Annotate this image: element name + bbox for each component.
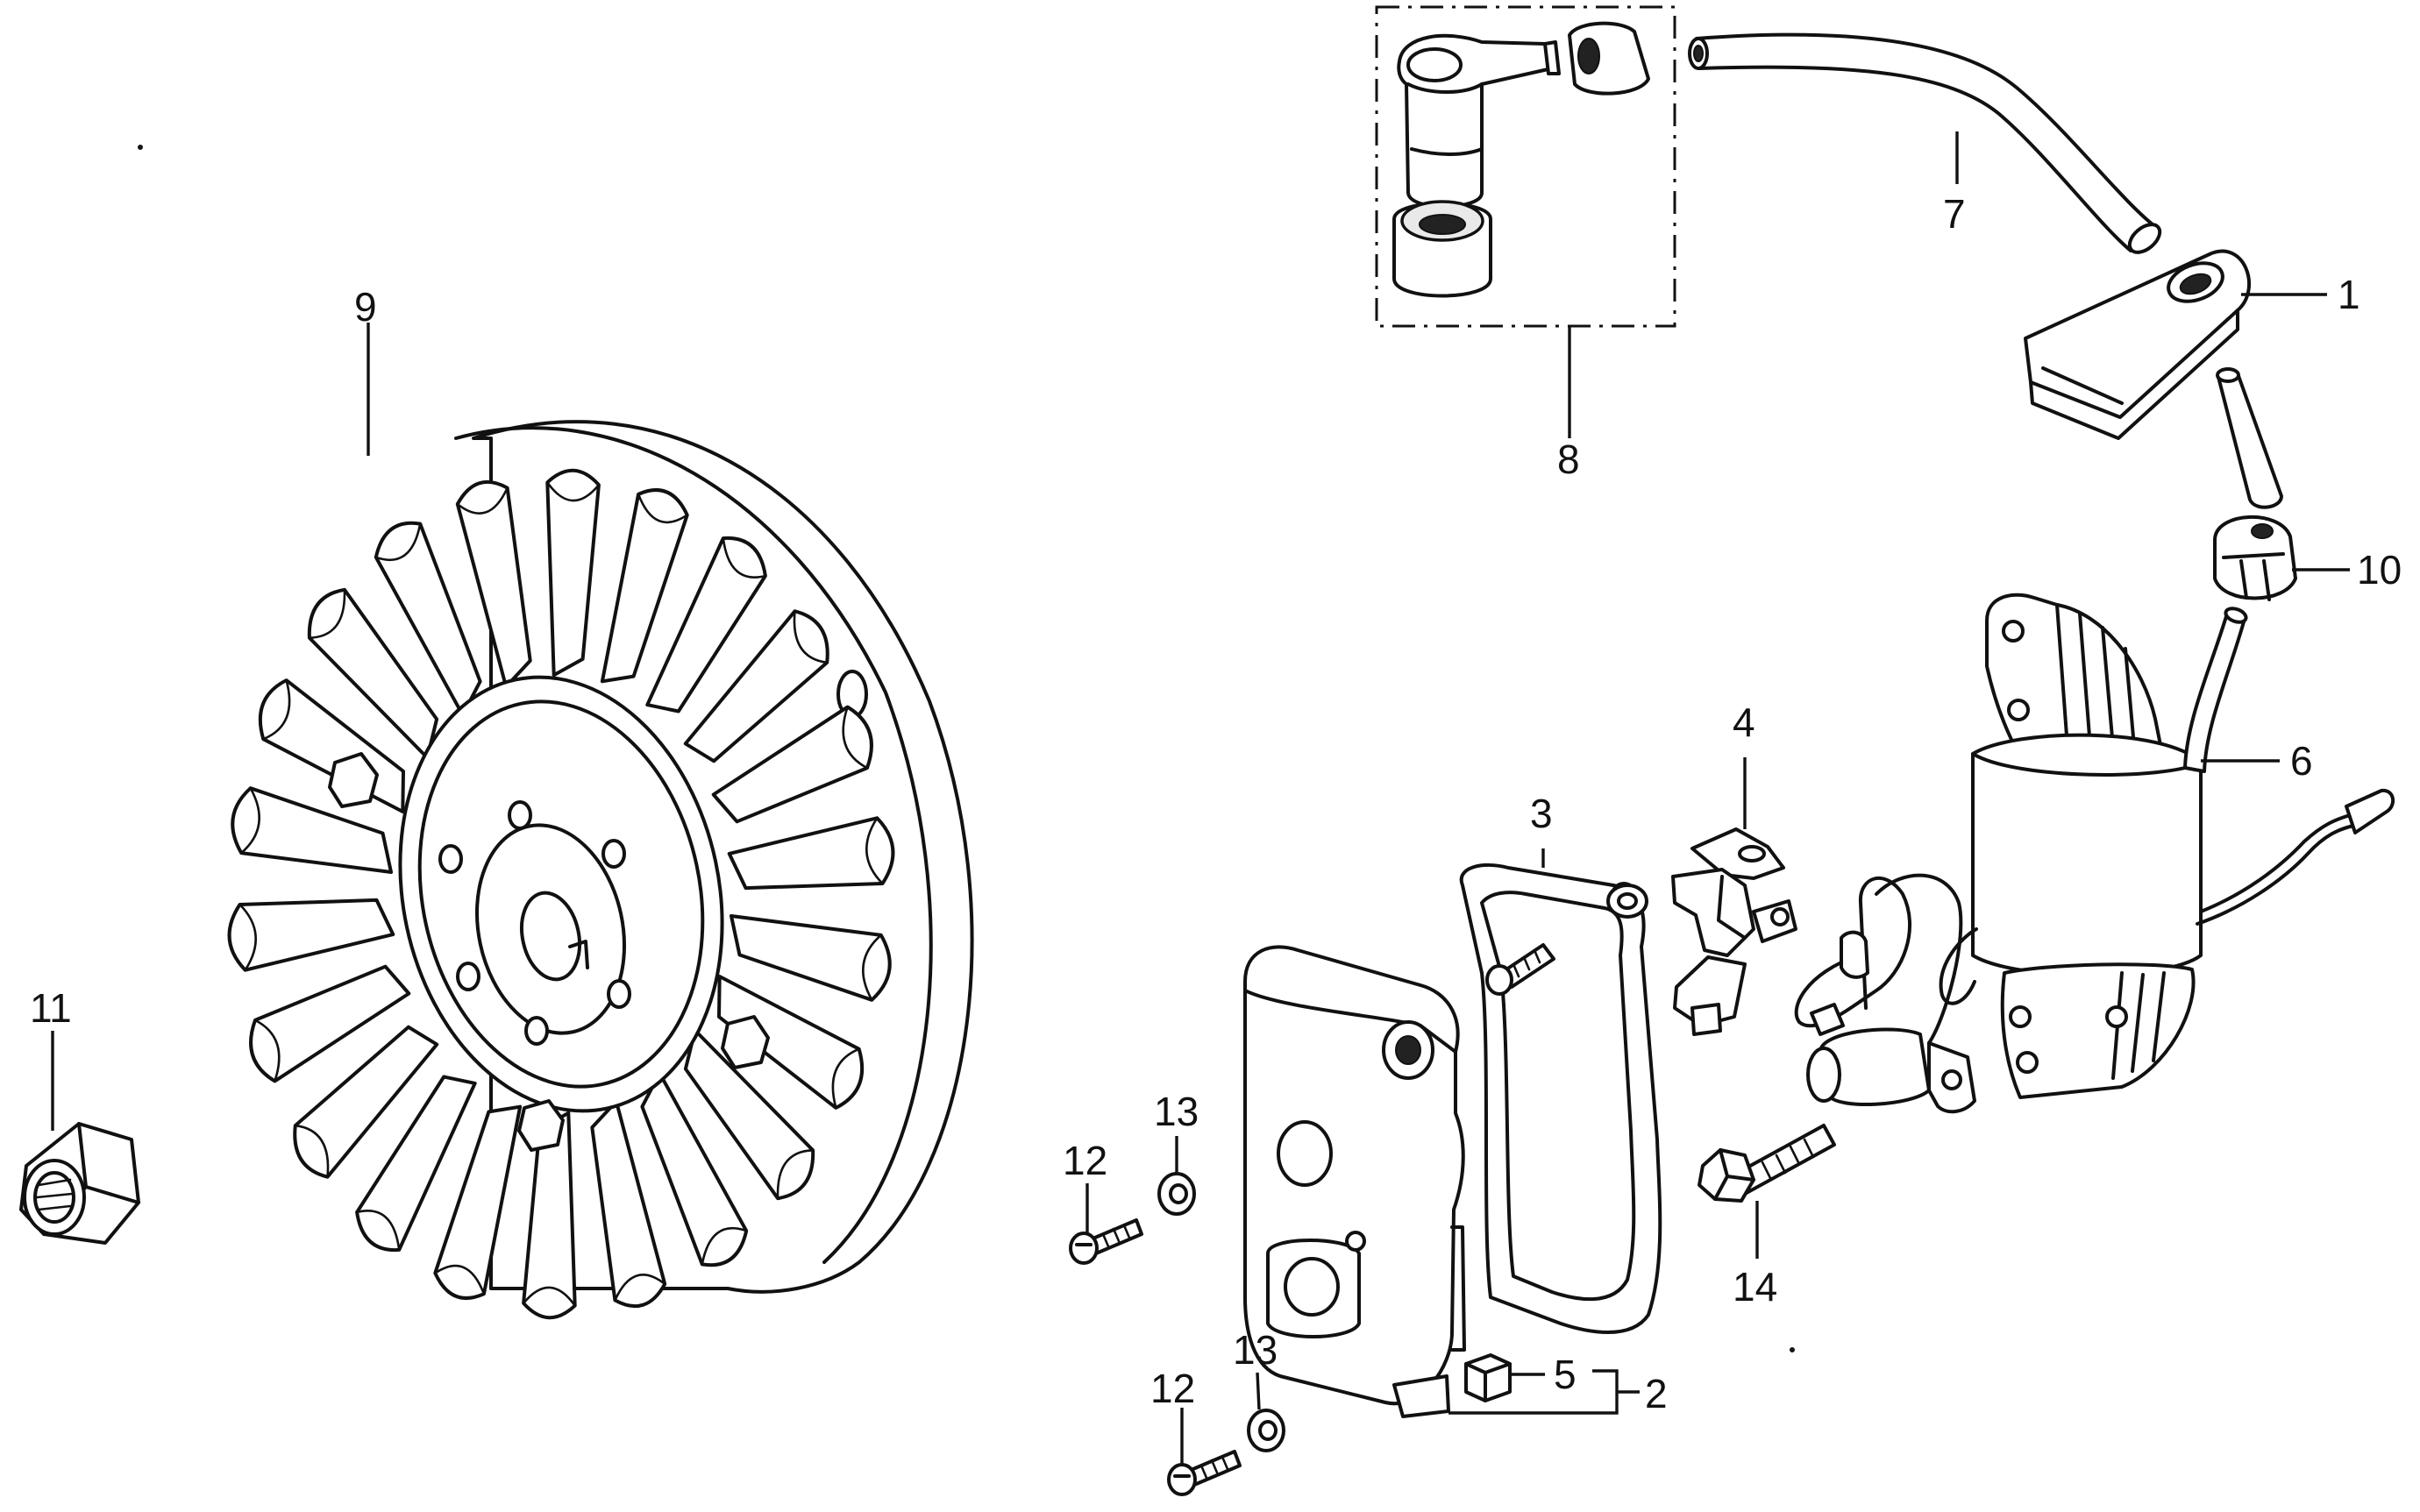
callout-10: 10 [2357, 547, 2402, 593]
flywheel [227, 420, 974, 1320]
fan-blade-edge [239, 786, 260, 855]
high-tension-cord [1688, 32, 2162, 254]
coil-grommet [2213, 515, 2297, 601]
callout-5: 5 [1554, 1352, 1577, 1397]
fan-blade-edge [294, 1124, 330, 1178]
callout-14: 14 [1733, 1264, 1777, 1310]
fan-blade-edge [546, 481, 601, 502]
contact-breaker-points [1671, 827, 1797, 1036]
fan-blade-edge [456, 486, 509, 515]
fan-blade-edge [253, 1019, 281, 1083]
spark-plug-cap-set [1375, 5, 1676, 328]
cover-screw [1485, 943, 1555, 996]
screw-upper [1069, 1218, 1143, 1265]
fan-blade-edge [522, 1286, 576, 1307]
fan-blade-edge [614, 1274, 666, 1302]
callout-12-upper: 12 [1063, 1138, 1107, 1183]
flywheel-nut [19, 1122, 140, 1245]
callout-13-lower: 13 [1233, 1327, 1278, 1373]
washer-upper [1157, 1172, 1196, 1216]
callout-11: 11 [30, 985, 72, 1031]
fan-blade-edge [865, 817, 884, 885]
fan-blade-edge [722, 536, 767, 579]
screw-lower [1167, 1450, 1242, 1496]
callout-4: 4 [1733, 699, 1755, 745]
callout-7: 7 [1943, 191, 1966, 237]
breaker-felt [1464, 1353, 1512, 1402]
callout-leader-lines [51, 131, 2350, 1464]
callout-13-upper: 13 [1154, 1089, 1199, 1134]
fan-blade-edge [355, 1210, 401, 1252]
fan-blade-edge [262, 678, 291, 741]
fan-blade-edge [308, 588, 346, 639]
condenser [1794, 873, 1976, 1114]
callout-3: 3 [1530, 791, 1553, 836]
fan-blade-edge [776, 1149, 815, 1200]
fan-blade-edge [238, 903, 257, 971]
cord-tube [2216, 367, 2283, 509]
callout-9: 9 [354, 284, 377, 330]
fan-blade-edge [374, 522, 422, 562]
ignition-coil-cover-seal [2024, 249, 2252, 440]
fan-blade-edge [434, 1264, 486, 1295]
flange-bolt [1698, 1124, 1836, 1203]
callout-labels: 1 2 3 4 5 6 7 8 9 10 11 12 12 13 13 14 [30, 191, 2402, 1416]
fan-blade-edge [842, 706, 869, 770]
fan-blade-edge [793, 610, 829, 664]
flywheel-fan-blades [227, 468, 895, 1320]
fan-blade-edge [701, 1226, 748, 1266]
fan-blade-edge [637, 493, 688, 524]
callout-8: 8 [1557, 437, 1580, 482]
callout-1: 1 [2338, 272, 2360, 317]
washer-lower [1247, 1409, 1285, 1452]
callout-12-lower: 12 [1150, 1366, 1195, 1411]
fan-blade-edge [831, 1047, 860, 1110]
breaker-cover-gasket [1459, 863, 1662, 1334]
ignition-coil [1939, 593, 2395, 1099]
callout-2: 2 [1645, 1371, 1668, 1416]
breaker-cover [1243, 945, 1466, 1418]
fan-blade [227, 898, 395, 972]
callout-6: 6 [2290, 738, 2313, 784]
fan-blade-edge [862, 933, 883, 1002]
